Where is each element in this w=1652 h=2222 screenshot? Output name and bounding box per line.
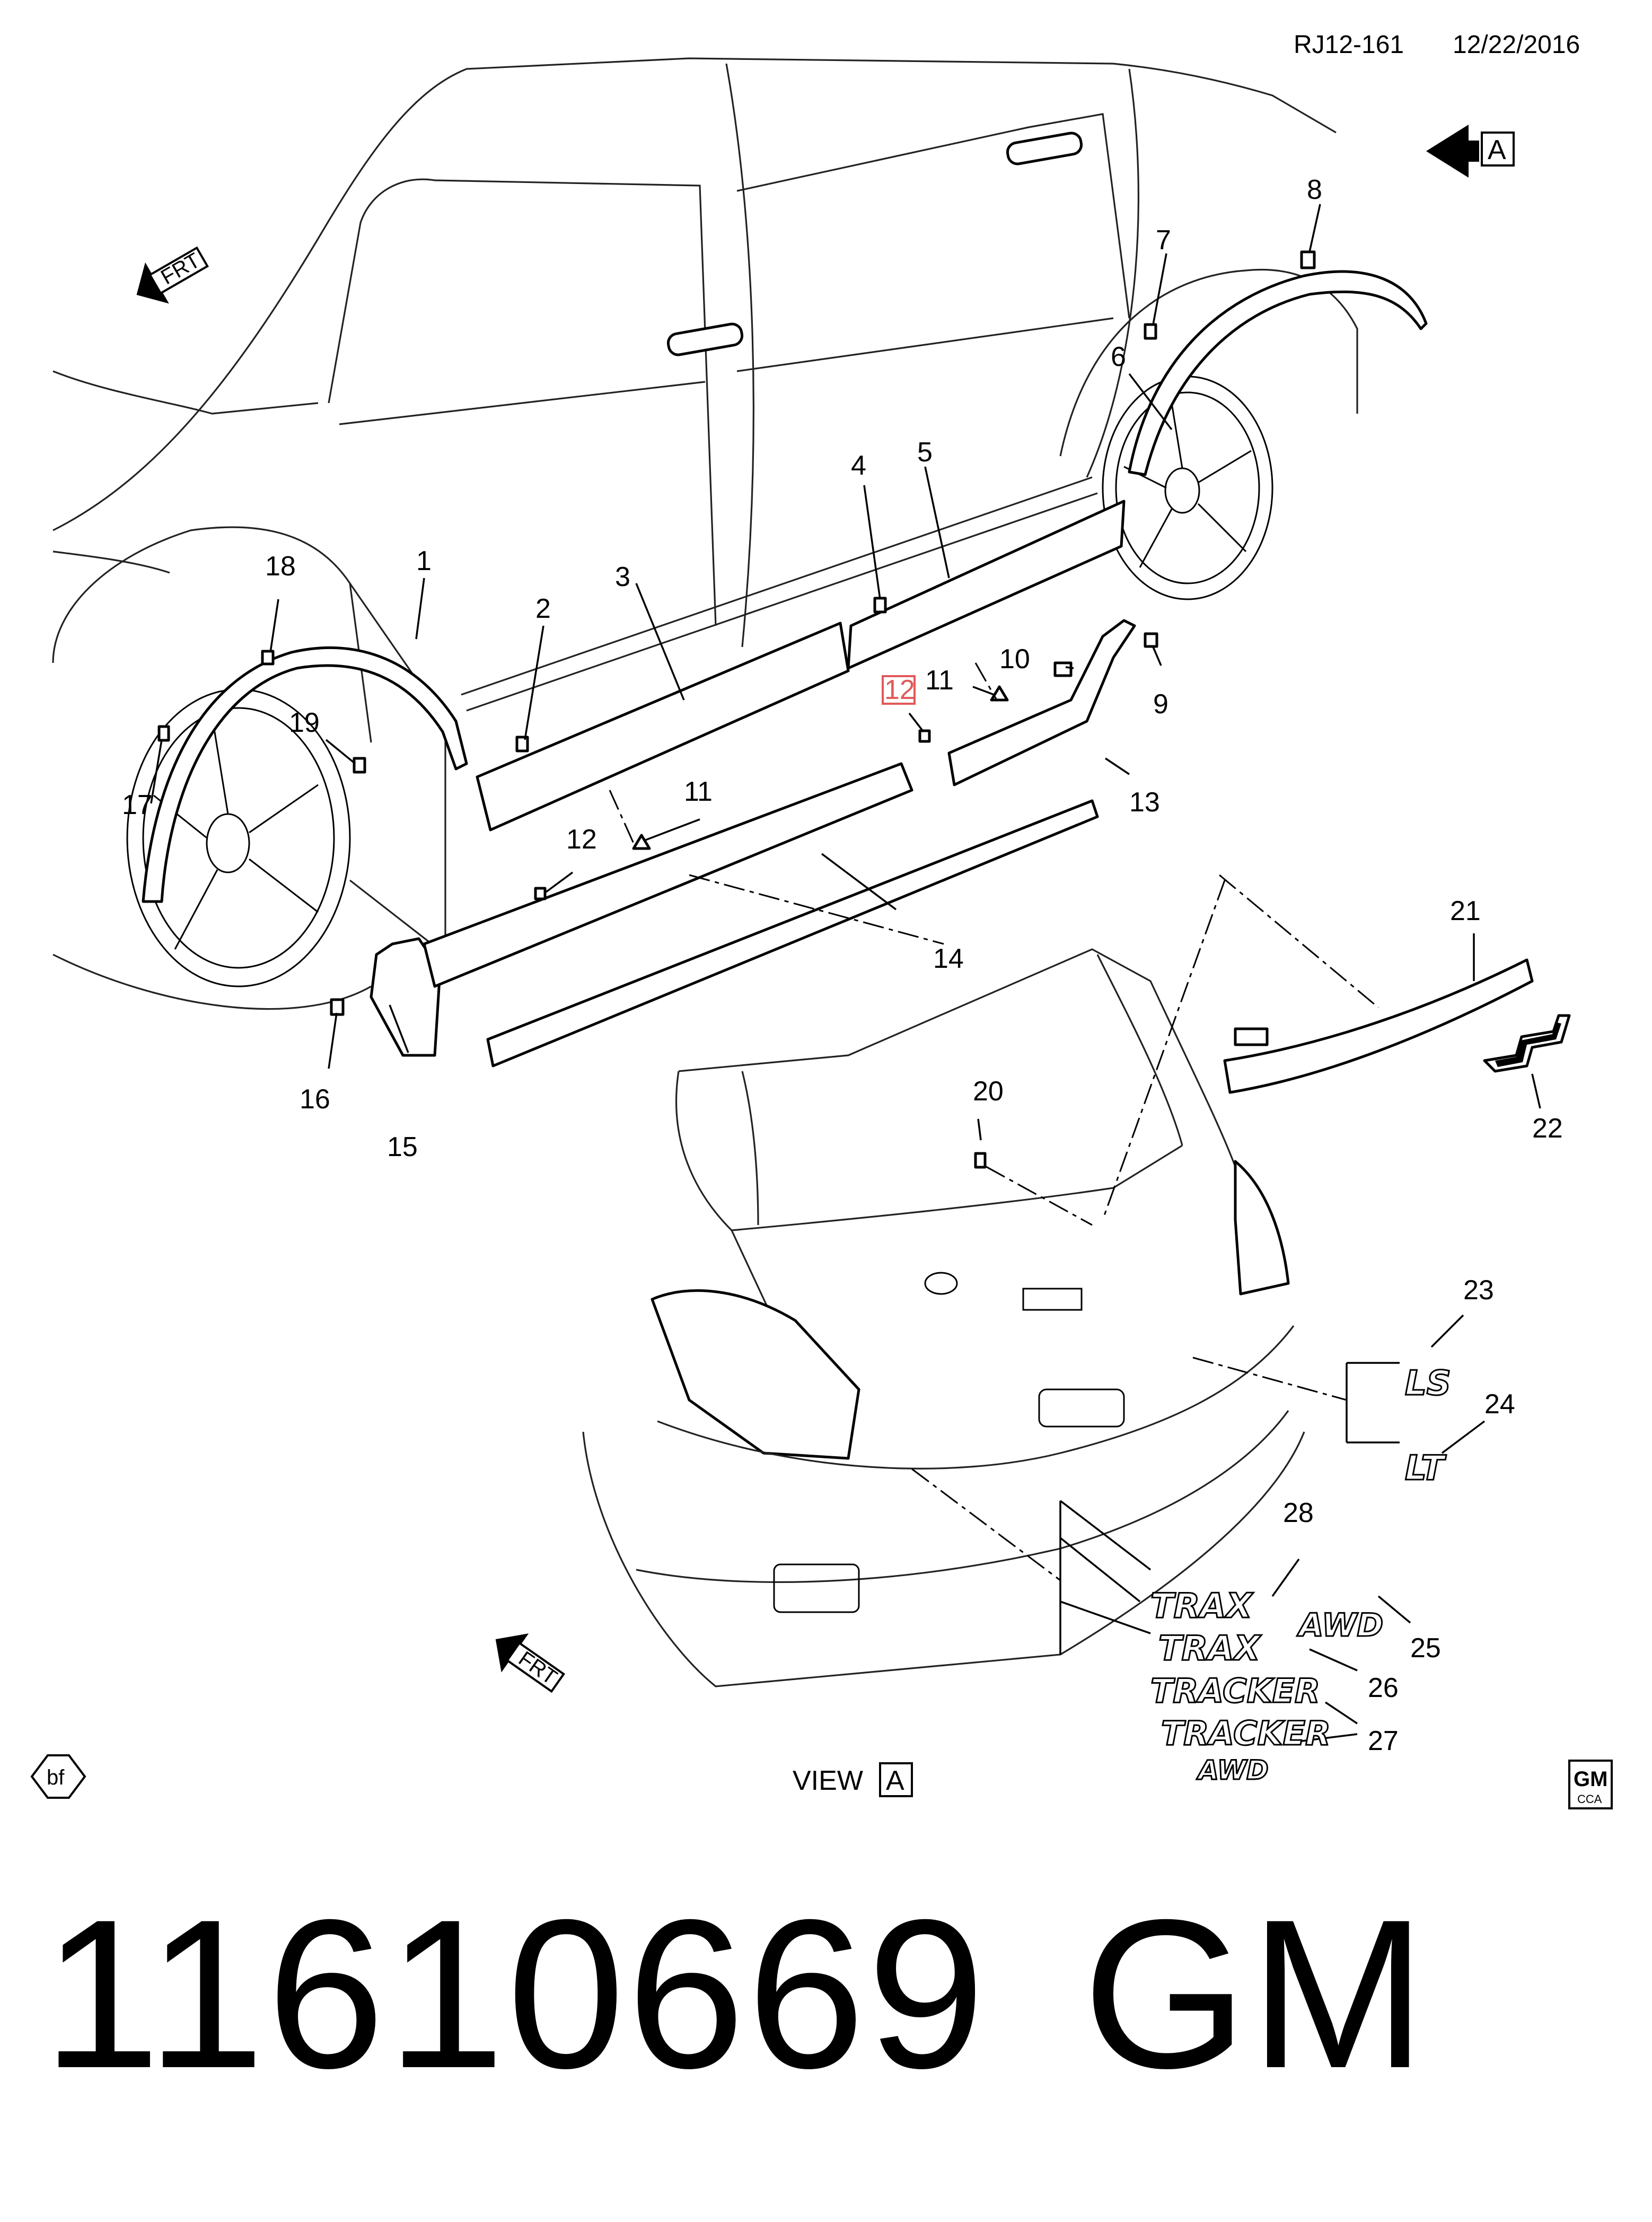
callout-24: 24 [1484, 1389, 1515, 1420]
clip-19 [353, 757, 366, 774]
callout-6: 6 [1111, 342, 1126, 372]
clip-8 [1300, 250, 1316, 269]
part-13-rocker-extension-rear [947, 619, 1136, 786]
front-direction-icon: FRT [136, 246, 209, 304]
svg-text:TRAX: TRAX [1150, 1587, 1253, 1626]
front-direction-icon-lower: FRT [495, 1633, 565, 1693]
clip-10 [1053, 661, 1073, 677]
callout-21: 21 [1450, 896, 1481, 926]
callout-11-upper: 11 [925, 665, 954, 696]
part-1-front-wheel-molding [142, 646, 468, 903]
clip-12-lower [534, 887, 547, 900]
callout-12-upper: 12 [884, 675, 915, 705]
svg-text:TRACKER: TRACKER [1161, 1714, 1331, 1753]
callout-7: 7 [1156, 225, 1171, 256]
clip-11-lower [632, 834, 651, 850]
callout-25: 25 [1410, 1633, 1441, 1664]
callout-1: 1 [416, 546, 432, 576]
brand-name: GM [1083, 1875, 1429, 2112]
callout-16: 16 [300, 1084, 330, 1115]
clip-2 [515, 736, 529, 753]
svg-text:CCA: CCA [1577, 1792, 1602, 1806]
gm-cca-logo: GM CCA [1568, 1760, 1613, 1809]
callout-13: 13 [1129, 787, 1160, 818]
svg-text:AWD: AWD [1297, 1607, 1383, 1644]
view-caption-box [879, 1762, 913, 1797]
vehicle-rear-view [582, 948, 1305, 1687]
callout-3: 3 [615, 562, 630, 592]
part-24-lt-badge: LT [1404, 1448, 1447, 1489]
vehicle-side-view [52, 57, 1358, 1010]
view-caption: VIEW [793, 1765, 863, 1796]
callout-23: 23 [1463, 1275, 1494, 1306]
callout-28: 28 [1283, 1498, 1314, 1528]
part-28-trax-badge: TRAX [1150, 1586, 1254, 1627]
svg-text:TRACKER: TRACKER [1150, 1672, 1320, 1710]
clip-7 [1144, 323, 1157, 340]
part-27-tracker-awd-badge: TRACKER AWD [1161, 1713, 1332, 1787]
svg-text:TRAX: TRAX [1158, 1629, 1261, 1668]
callout-12-lower: 12 [566, 824, 597, 855]
callout-10: 10 [999, 644, 1030, 675]
clip-18 [261, 650, 275, 666]
part-3-front-door-molding [476, 622, 850, 832]
clip-20 [974, 1152, 987, 1169]
part-15-rocker-end-front [370, 937, 442, 1057]
clip-11-upper [990, 685, 1009, 702]
callout-22: 22 [1532, 1113, 1563, 1144]
drawing-id: RJ12-161 [1294, 31, 1404, 59]
part-rocker-panel [423, 762, 913, 988]
callout-15: 15 [387, 1132, 418, 1162]
callout-14: 14 [933, 943, 964, 974]
clip-17 [157, 725, 170, 742]
svg-text:LT: LT [1405, 1449, 1446, 1488]
callout-8: 8 [1307, 174, 1322, 205]
part-21-liftgate-applique [1223, 958, 1534, 1094]
callout-26: 26 [1368, 1673, 1399, 1703]
bf-mark-icon: bf [30, 1754, 86, 1799]
clip-12-upper [918, 729, 931, 743]
view-caption-letter: A [886, 1765, 904, 1796]
part-23-ls-badge: LS [1404, 1363, 1452, 1404]
clip-4 [873, 597, 887, 614]
part-number: 11610669 [42, 1875, 987, 2112]
callout-20: 20 [973, 1076, 1004, 1107]
part-14-rocker-strip [486, 799, 1099, 1068]
callout-18: 18 [265, 551, 296, 582]
callout-19: 19 [289, 707, 320, 738]
clip-16 [330, 998, 345, 1016]
clip-9 [1144, 632, 1158, 648]
svg-text:LS: LS [1405, 1364, 1451, 1403]
callout-27: 27 [1368, 1726, 1399, 1756]
callout-9: 9 [1153, 689, 1168, 720]
callout-5: 5 [917, 437, 933, 468]
callout-17: 17 [122, 790, 153, 820]
svg-text:GM: GM [1574, 1768, 1607, 1791]
callout-4: 4 [851, 450, 866, 481]
connector-21 [1234, 1027, 1269, 1046]
highlight-box [882, 675, 916, 705]
callout-11-lower: 11 [684, 776, 713, 807]
view-a-arrow-icon: A [1426, 125, 1515, 178]
svg-text:AWD: AWD [1196, 1755, 1269, 1786]
part-6-rear-wheel-molding [1128, 270, 1428, 476]
svg-text:bf: bf [47, 1766, 65, 1789]
parts-diagram: RJ12-161 12/22/2016 A FRT [30, 31, 1613, 1809]
view-a-letter: A [1488, 135, 1506, 165]
drawing-date: 12/22/2016 [1453, 31, 1580, 59]
part-5-rear-door-molding [847, 500, 1126, 670]
callout-2: 2 [535, 593, 551, 624]
part-25-trax-awd-badge: TRAX AWD [1158, 1606, 1384, 1669]
part-26-tracker-badge: TRACKER [1150, 1671, 1321, 1711]
